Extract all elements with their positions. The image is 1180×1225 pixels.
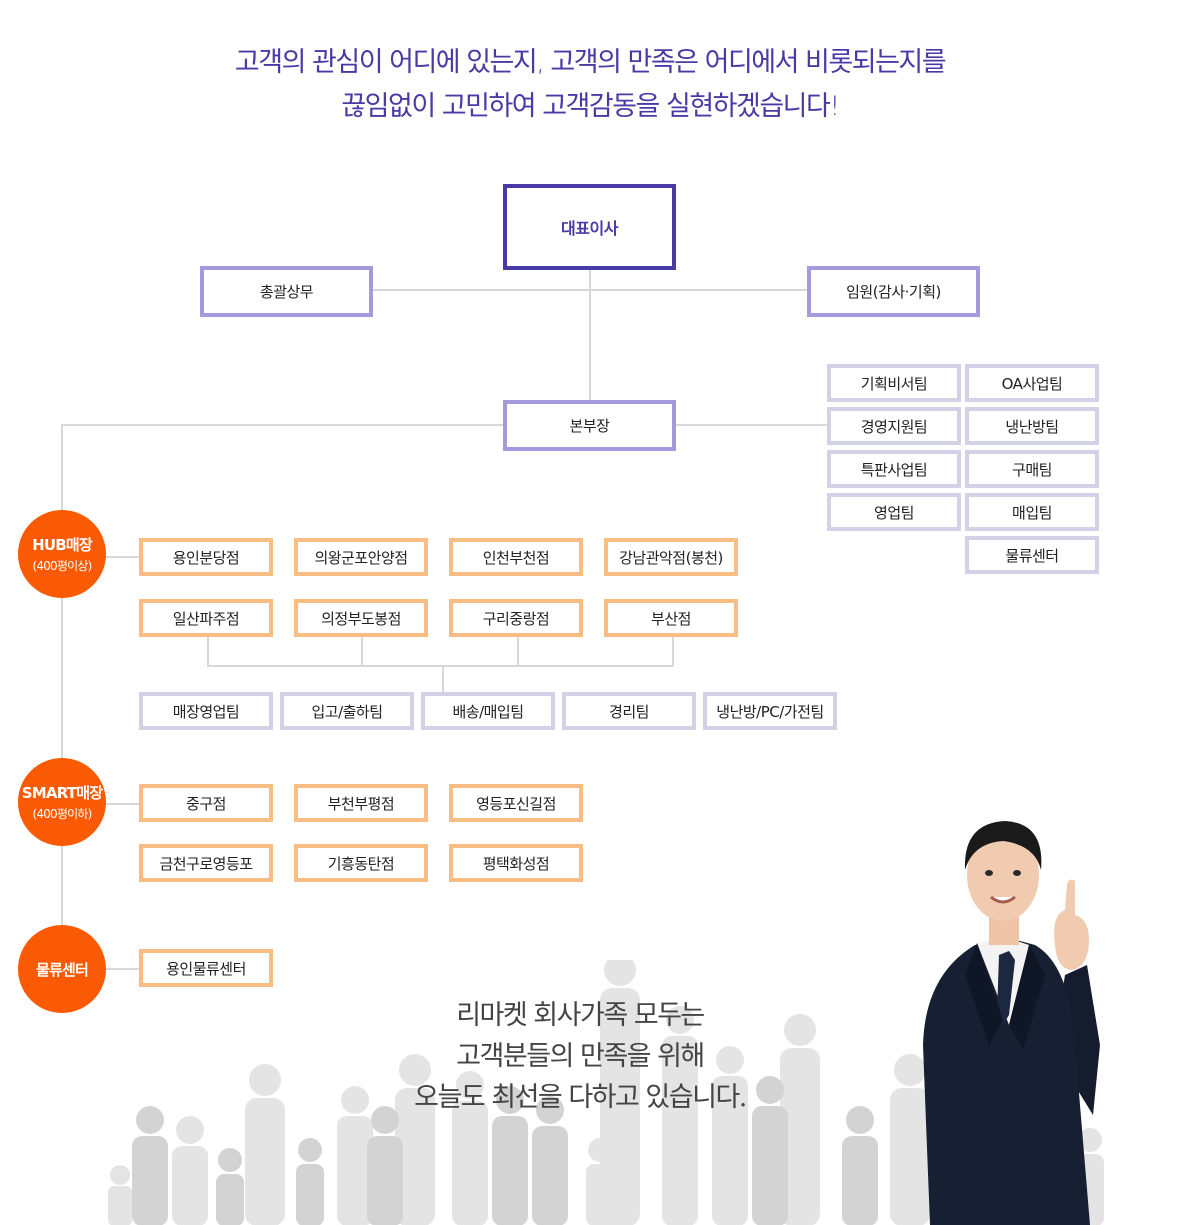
store-label: 의정부도봉점 (321, 609, 401, 628)
smart-store-box: 부천부평점 (294, 784, 428, 822)
hq-team-box: 기획비서팀 (827, 364, 961, 402)
hub-team-box: 입고/출하팀 (280, 692, 414, 730)
hub-team-label: 배송/매입팀 (452, 702, 524, 721)
general-director-box: 총괄상무 (200, 266, 373, 317)
ceo-box: 대표이사 (503, 184, 676, 270)
ceo-label: 대표이사 (561, 219, 618, 238)
hq-team-label: 기획비서팀 (860, 374, 928, 393)
hq-team-box: 냉난방팀 (965, 407, 1099, 445)
hq-team-box: 경영지원팀 (827, 407, 961, 445)
smart-store-box: 금천구로영등포 (139, 844, 273, 882)
hq-team-box: 구매팀 (965, 450, 1099, 488)
hq-team-label: 경영지원팀 (860, 417, 928, 436)
slogan-line-3: 오늘도 최선을 다하고 있습니다. (414, 1082, 747, 1113)
logistics-label: 물류센터 (35, 960, 89, 979)
hq-team-label: OA사업팀 (1001, 374, 1063, 393)
hq-team-box: 영업팀 (827, 493, 961, 531)
store-label: 평택화성점 (482, 854, 550, 873)
hub-team-label: 냉난방/PC/가전팀 (716, 702, 824, 721)
hq-team-box: OA사업팀 (965, 364, 1099, 402)
headquarters-box: 본부장 (503, 400, 676, 451)
smart-store-box: 중구점 (139, 784, 273, 822)
hq-team-label: 냉난방팀 (1005, 417, 1059, 436)
hub-team-label: 매장영업팀 (172, 702, 240, 721)
hq-team-label: 물류센터 (1005, 546, 1059, 565)
logistics-center-label: 용인물류센터 (166, 959, 246, 978)
store-label: 금천구로영등포 (159, 854, 253, 873)
hq-team-label: 구매팀 (1012, 460, 1052, 479)
store-label: 중구점 (186, 794, 226, 813)
executives-box: 임원(감사·기획) (807, 266, 980, 317)
store-label: 영등포신길점 (476, 794, 556, 813)
store-label: 기흥동탄점 (327, 854, 395, 873)
hub-team-label: 경리팀 (609, 702, 649, 721)
crowd-silhouette-illustration (108, 960, 1104, 1225)
store-label: 강남관악점(봉천) (619, 548, 723, 567)
hub-store-box: 용인분당점 (139, 538, 273, 576)
hub-store-box: 의정부도봉점 (294, 599, 428, 637)
store-label: 부천부평점 (327, 794, 395, 813)
hub-store-box: 일산파주점 (139, 599, 273, 637)
hub-team-box: 배송/매입팀 (421, 692, 555, 730)
smart-store-badge: SMART매장 (400평이하) (18, 758, 106, 846)
hq-team-label: 매입팀 (1012, 503, 1052, 522)
hq-team-box: 매입팀 (965, 493, 1099, 531)
hub-store-box: 인천부천점 (449, 538, 583, 576)
businessman-illustration (923, 821, 1100, 1225)
store-label: 구리중랑점 (482, 609, 550, 628)
hub-label: HUB매장 (32, 536, 93, 554)
slogan-line-2: 고객분들의 만족을 위해 (456, 1041, 705, 1072)
headquarters-label: 본부장 (569, 417, 610, 435)
store-label: 인천부천점 (482, 548, 550, 567)
hub-store-box: 부산점 (604, 599, 738, 637)
hub-store-box: 구리중랑점 (449, 599, 583, 637)
hq-team-label: 특판사업팀 (860, 460, 928, 479)
hq-team-box: 특판사업팀 (827, 450, 961, 488)
hub-team-box: 냉난방/PC/가전팀 (703, 692, 837, 730)
slogan-line-1: 리마켓 회사가족 모두는 (456, 1000, 705, 1031)
smart-sub-label: (400평이하) (32, 807, 93, 821)
logistics-badge: 물류센터 (18, 925, 106, 1013)
executives-label: 임원(감사·기획) (846, 283, 941, 301)
store-label: 일산파주점 (172, 609, 240, 628)
smart-store-box: 영등포신길점 (449, 784, 583, 822)
hub-team-box: 경리팀 (562, 692, 696, 730)
hub-store-box: 강남관악점(봉천) (604, 538, 738, 576)
hq-team-label: 영업팀 (874, 503, 914, 522)
headline-line-2: 끊임없이 고민하여 고객감동을 실현하겠습니다! (341, 91, 840, 122)
hq-team-box: 물류센터 (965, 536, 1099, 574)
store-label: 부산점 (651, 609, 691, 628)
slogan: 리마켓 회사가족 모두는 고객분들의 만족을 위해 오늘도 최선을 다하고 있습… (340, 995, 820, 1118)
hub-team-box: 매장영업팀 (139, 692, 273, 730)
store-label: 용인분당점 (172, 548, 240, 567)
headline-line-1: 고객의 관심이 어디에 있는지, 고객의 만족은 어디에서 비롯되는지를 (234, 47, 947, 78)
general-director-label: 총괄상무 (259, 283, 314, 301)
smart-store-box: 평택화성점 (449, 844, 583, 882)
smart-store-box: 기흥동탄점 (294, 844, 428, 882)
logistics-center-box: 용인물류센터 (139, 949, 273, 987)
hub-store-box: 의왕군포안양점 (294, 538, 428, 576)
hub-team-label: 입고/출하팀 (311, 702, 383, 721)
hub-sub-label: (400평이상) (32, 559, 93, 573)
store-label: 의왕군포안양점 (314, 548, 408, 567)
hub-store-badge: HUB매장 (400평이상) (18, 510, 106, 598)
smart-label: SMART매장 (21, 784, 103, 802)
